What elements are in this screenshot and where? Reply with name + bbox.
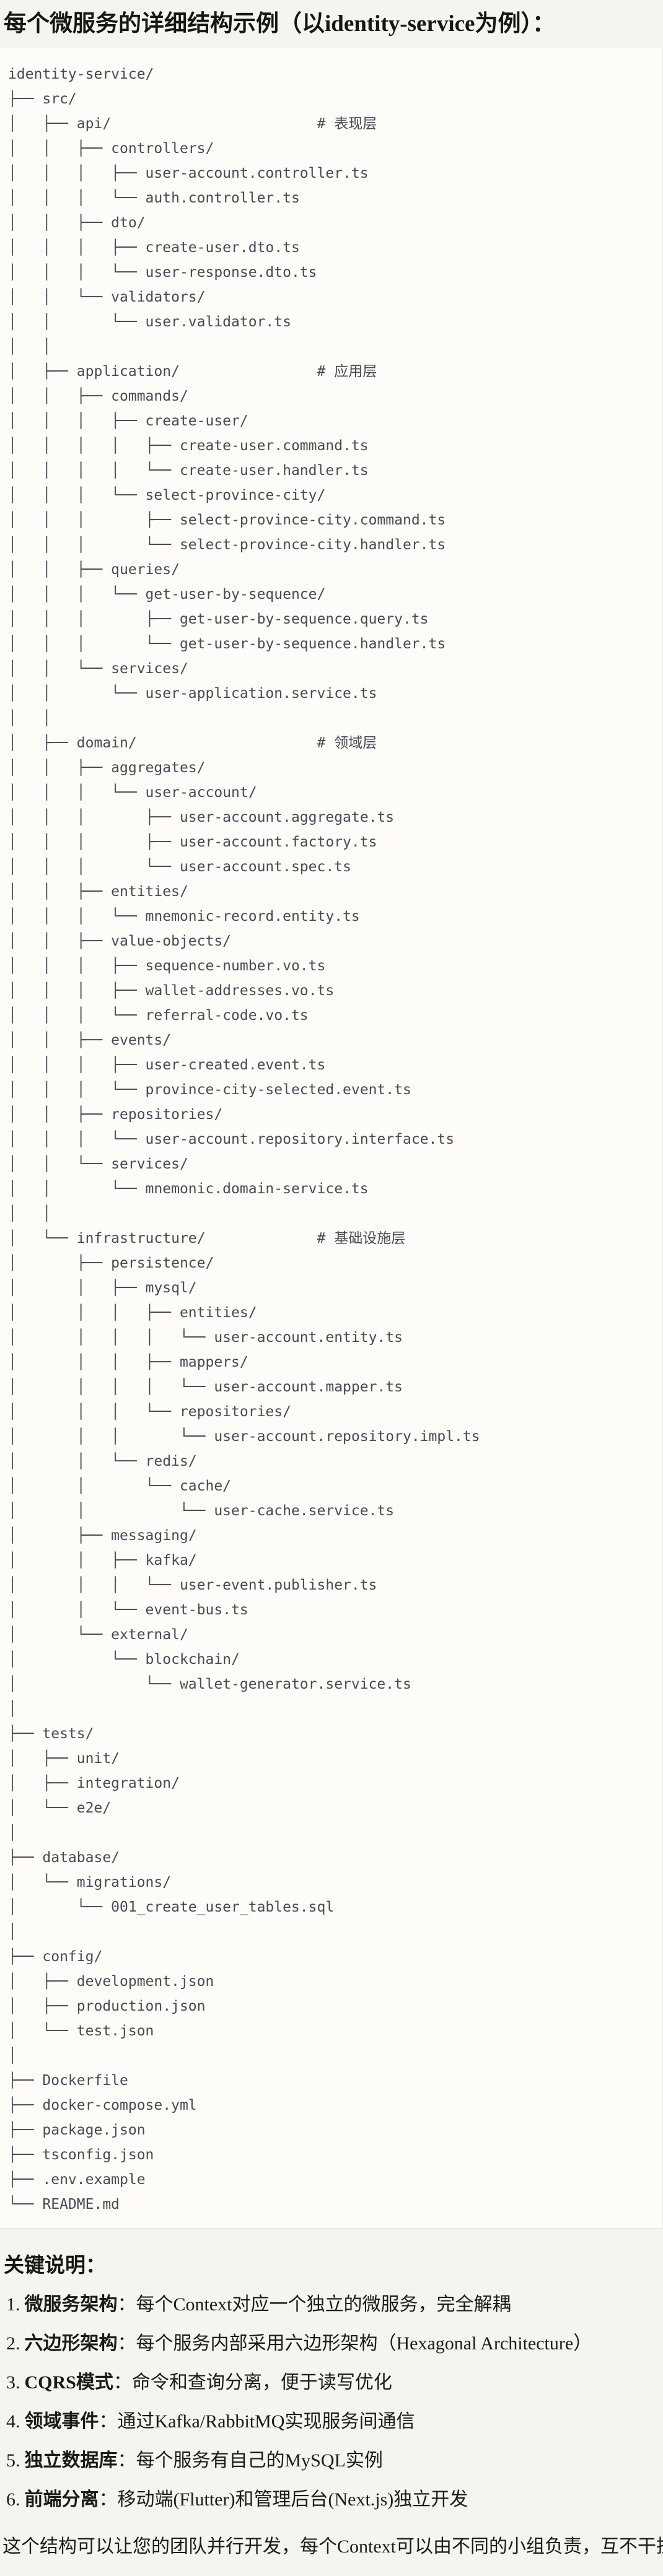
note-number: 4.	[6, 2411, 20, 2432]
directory-tree: identity-service/ ├── src/ │ ├── api/ # …	[8, 66, 480, 2213]
page-title: 每个微服务的详细结构示例（以identity-service为例）：	[4, 11, 555, 37]
note-number: 6.	[6, 2489, 20, 2510]
notes-heading: 关键说明：	[4, 2254, 106, 2277]
notes-list: 1.微服务架构：每个Context对应一个独立的微服务，完全解耦 2.六边形架构…	[2, 2292, 657, 2513]
note-item: 3.CQRS模式：命令和查询分离，便于读写优化	[6, 2370, 657, 2396]
note-desc: ：每个服务有自己的MySQL实例	[117, 2450, 383, 2471]
note-desc: ：每个服务内部采用六边形架构（Hexagonal Architecture）	[117, 2333, 592, 2354]
notes-section: 关键说明： 1.微服务架构：每个Context对应一个独立的微服务，完全解耦 2…	[0, 2248, 663, 2560]
note-term: 领域事件	[24, 2411, 99, 2432]
note-desc: ：每个Context对应一个独立的微服务，完全解耦	[117, 2294, 511, 2315]
closing-paragraph: 这个结构可以让您的团队并行开发，每个Context可以由不同的小组负责，互不干扰…	[2, 2536, 663, 2557]
note-item: 4.领域事件：通过Kafka/RabbitMQ实现服务间通信	[6, 2409, 657, 2435]
note-item: 2.六边形架构：每个服务内部采用六边形架构（Hexagonal Architec…	[6, 2331, 657, 2357]
note-term: 前端分离	[24, 2489, 99, 2510]
code-block: identity-service/ ├── src/ │ ├── api/ # …	[0, 47, 663, 2229]
note-number: 2.	[6, 2333, 20, 2354]
note-desc: ：通过Kafka/RabbitMQ实现服务间通信	[99, 2411, 415, 2432]
note-term: CQRS模式	[24, 2372, 113, 2393]
note-term: 独立数据库	[24, 2450, 118, 2471]
note-item: 6.前端分离：移动端(Flutter)和管理后台(Next.js)独立开发	[6, 2487, 657, 2513]
note-number: 5.	[6, 2450, 20, 2471]
note-item: 1.微服务架构：每个Context对应一个独立的微服务，完全解耦	[6, 2292, 657, 2318]
note-desc: ：移动端(Flutter)和管理后台(Next.js)独立开发	[99, 2489, 468, 2510]
note-term: 六边形架构	[24, 2333, 118, 2354]
note-term: 微服务架构	[24, 2294, 118, 2315]
note-desc: ：命令和查询分离，便于读写优化	[113, 2372, 392, 2393]
note-number: 3.	[6, 2372, 20, 2393]
note-number: 1.	[6, 2294, 20, 2315]
note-item: 5.独立数据库：每个服务有自己的MySQL实例	[6, 2448, 657, 2474]
